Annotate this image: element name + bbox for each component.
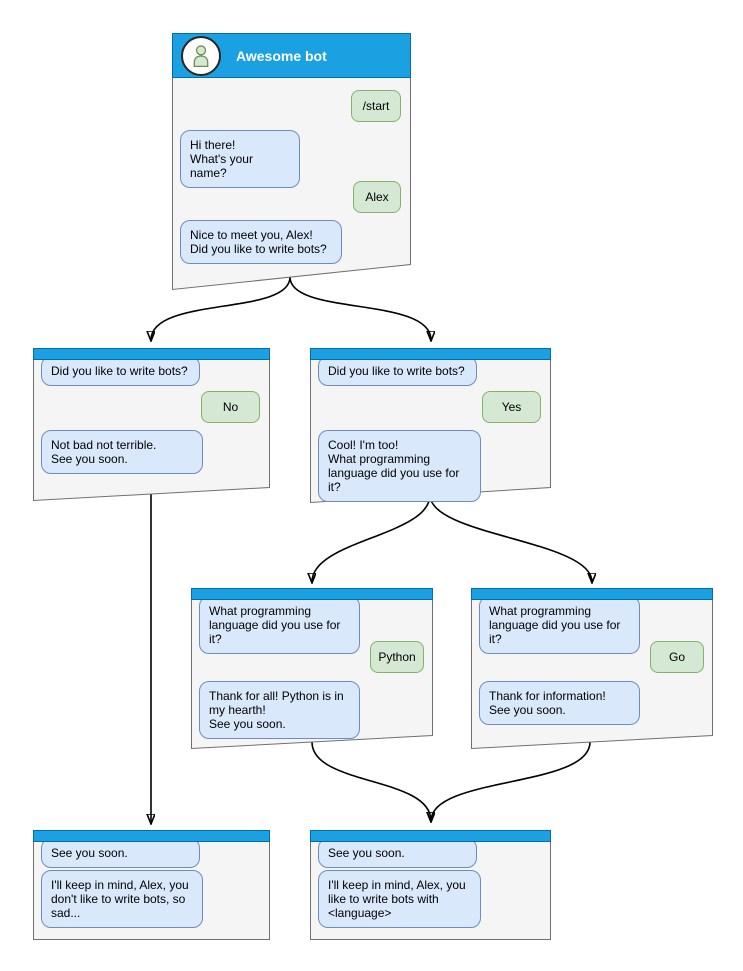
flow-arrow-start-to-yes (289, 276, 431, 340)
chat-window-end-no: See you soon. I'll keep in mind, Alex, y… (33, 830, 270, 941)
chat-window-branch-python: What programming language did you use fo… (191, 588, 433, 750)
bot-message-bubble: See you soon. (41, 838, 200, 868)
chat-window-branch-go: What programming language did you use fo… (471, 588, 713, 750)
user-message-bubble: Python (370, 641, 424, 673)
user-message-bubble: Alex (353, 181, 401, 213)
bot-message-bubble: Not bad not terrible. See you soon. (41, 430, 203, 474)
flow-arrow-yes-to-go (429, 494, 592, 582)
window-title: Awesome bot (236, 47, 327, 64)
chat-window-titlebar (471, 588, 713, 600)
bot-message-bubble: Did you like to write bots? (318, 356, 477, 386)
chat-window-titlebar (33, 348, 270, 360)
flow-arrow-start-to-no (151, 276, 291, 340)
chat-window-titlebar: Awesome bot (172, 33, 411, 78)
bot-message-bubble: Thank for information! See you soon. (479, 681, 640, 725)
user-message-bubble: No (201, 391, 260, 423)
bot-message-bubble: Hi there! What's your name? (180, 130, 300, 188)
chat-window-titlebar (191, 588, 433, 600)
flow-arrow-python-to-end (311, 741, 431, 821)
chat-window-branch-yes: Did you like to write bots? Yes Cool! I'… (310, 348, 551, 504)
chat-window-titlebar (310, 830, 551, 842)
bot-message-bubble: See you soon. (318, 838, 477, 868)
bot-message-bubble: What programming language did you use fo… (199, 596, 360, 654)
flow-arrow-go-to-end (431, 741, 591, 821)
bot-message-bubble: I'll keep in mind, Alex, you like to wri… (318, 870, 481, 928)
user-message-bubble: Go (650, 641, 704, 673)
bot-message-bubble: Nice to meet you, Alex! Did you like to … (180, 220, 342, 264)
chat-window-titlebar (310, 348, 551, 360)
user-message-bubble: /start (351, 90, 401, 122)
bot-message-bubble: Did you like to write bots? (41, 356, 200, 386)
person-icon (193, 44, 209, 67)
chat-window-main: Awesome bot /start Hi there! What's your… (172, 33, 411, 291)
chat-window-titlebar (33, 830, 270, 842)
chat-window-branch-no: Did you like to write bots? No Not bad n… (33, 348, 270, 502)
bot-message-bubble: What programming language did you use fo… (479, 596, 640, 654)
chat-window-end-yes: See you soon. I'll keep in mind, Alex, y… (310, 830, 551, 941)
user-message-bubble: Yes (482, 391, 541, 423)
flow-arrow-yes-to-python (312, 494, 431, 582)
bot-avatar (181, 35, 221, 76)
bot-message-bubble: Thank for all! Python is in my hearth! S… (199, 681, 360, 739)
bot-message-bubble: Cool! I'm too! What programming language… (318, 430, 481, 502)
bot-message-bubble: I'll keep in mind, Alex, you don't like … (41, 870, 203, 928)
